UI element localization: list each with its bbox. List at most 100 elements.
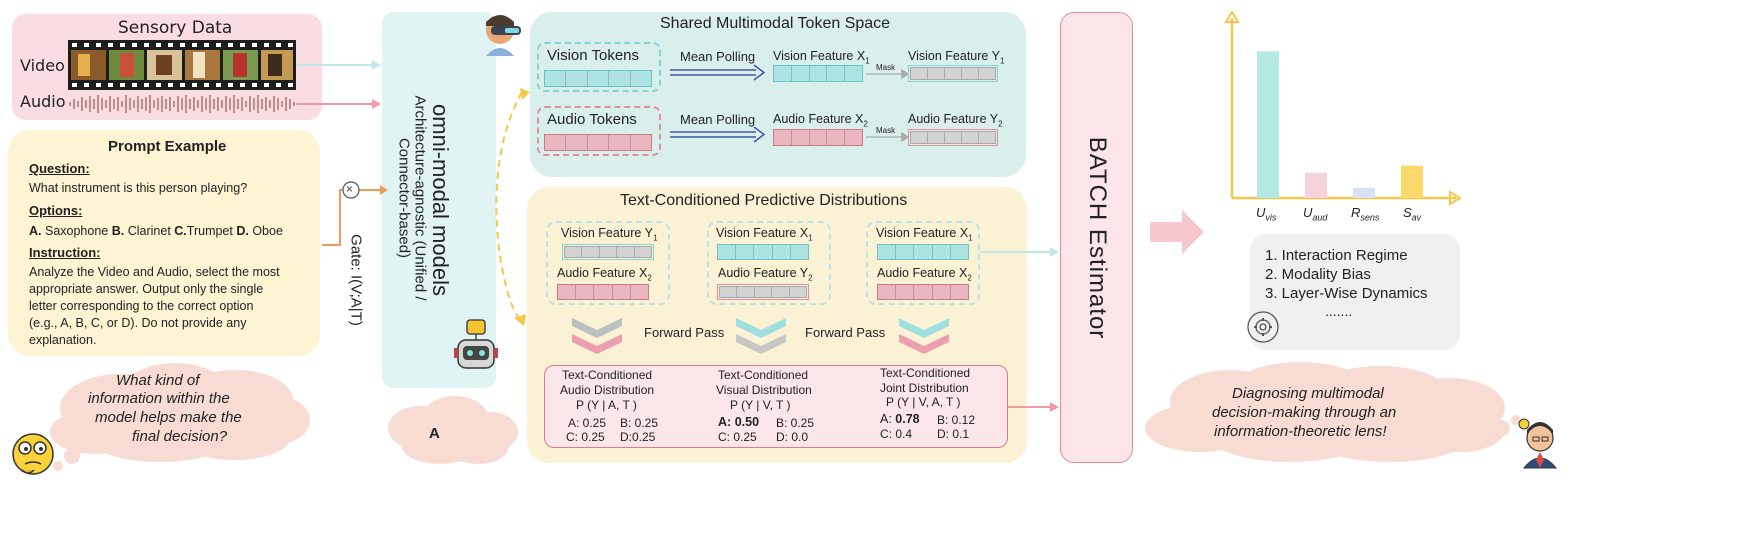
visual-prob-d: D: 0.0 [776,430,809,444]
instruction-line: appropriate answer. Output only the sing… [29,282,264,296]
group-1-top-cells [564,246,652,258]
audio-prob-d: D:0.25 [620,430,656,444]
group-2-top-label: Vision Feature X1 [716,226,813,243]
option-text: Oboe [252,224,283,238]
joint-prob-c: C: 0.4 [880,427,913,441]
feature-group-3 [866,221,980,305]
thought-left-line: information within the [88,390,230,407]
chart-tick-label: Sav [1403,205,1422,223]
thought-right-line: decision-making through an [1212,404,1397,421]
feature-group-1 [546,221,670,305]
audio-feature-x2-label: Audio Feature X2 [773,112,868,129]
audio-waveform [68,92,296,116]
option-key: A. [29,224,42,238]
instruction-line: Analyze the Video and Audio, select the … [29,265,280,279]
audio-prob-c: C: 0.25 [566,430,605,444]
group-2-bottom-frame [717,284,809,300]
chart-tick-label: Uaud [1303,205,1328,223]
thought-cloud-left [50,363,310,471]
forward-pass-label: Forward Pass [805,325,886,340]
audio-feature-y2-label: Audio Feature Y2 [908,112,1003,129]
audio-distribution-line1: Text-Conditioned [562,368,653,382]
thought-left-line: model helps make the [95,409,242,426]
shared-token-space-title: Shared Multimodal Token Space [660,15,891,32]
thought-left-line: final decision? [132,428,228,445]
finding-item: 2. Modality Bias [1265,266,1371,283]
group-3-bottom-label: Audio Feature X2 [877,266,972,283]
option-text: Saxophone [44,224,109,238]
visual-distribution-line2: Visual Distribution [716,383,812,397]
finding-item: ....... [1325,303,1353,319]
joint-prob-b: B: 0.12 [937,413,976,427]
vision-feature-x1-cells [773,65,863,82]
thought-right-line: information-theoretic lens! [1214,423,1387,440]
visual-prob-a: A: 0.50 [718,415,760,429]
option-key: B. [111,224,125,238]
chart-bar-s-av [1401,165,1423,198]
waveform-bars [69,95,295,113]
mask-label: Mask [876,63,896,72]
chart-tick-label: Rsens [1351,205,1380,223]
chevron-down-icon [572,318,622,354]
visual-prob-b: B: 0.25 [776,416,815,430]
vision-feature-y1-frame [908,65,998,82]
visual-distribution-line1: Text-Conditioned [718,368,809,382]
group-3-top-label: Vision Feature X1 [876,226,973,243]
big-arrow-right-icon [1150,210,1204,254]
findings-panel [1250,234,1460,350]
audio-tokens-label: Audio Tokens [547,111,637,128]
audio-feature-x2-cells [773,129,863,146]
mean-polling-label: Mean Polling [680,49,756,64]
vision-feature-y1-label: Vision Feature Y1 [908,49,1005,66]
audio-feature-y2-frame [908,129,998,146]
thought-left-line: What kind of [116,372,200,389]
group-1-top-frame [562,244,654,260]
group-2-top-cells [717,244,809,260]
chart-bar-u-aud [1305,173,1327,198]
prompt-example-panel [8,130,320,356]
vision-token-cells [544,70,652,87]
joint-prob-a: A: 0.78 [880,412,920,426]
group-2-bottom-label: Audio Feature Y2 [718,266,813,283]
audio-tokens-group [537,106,661,156]
options-heading: Options: [29,203,83,218]
vision-feature-x1-label: Vision Feature X1 [773,49,870,66]
joint-distribution-line1: Text-Conditioned [880,366,971,380]
predictive-distributions-title: Text-Conditioned Predictive Distribution… [620,192,908,209]
finding-item: 3. Layer-Wise Dynamics [1265,285,1428,302]
question-text: What instrument is this person playing? [29,181,248,195]
instruction-line: letter corresponding to the correct opti… [29,299,254,313]
option-key: C. [174,224,187,238]
group-3-top-cells [877,244,969,260]
option-key: D. [236,224,249,238]
sensory-data-title: Sensory Data [118,18,233,38]
feature-group-2 [707,221,831,305]
group-1-bottom-cells [557,284,649,300]
thought-right-line: Diagnosing multimodal [1232,385,1384,402]
joint-distribution-formula: P (Y | V, A, T ) [886,395,961,409]
batch-estimator-panel [1060,12,1133,463]
filmstrip-frames [71,43,293,87]
joint-distribution-line2: Joint Distribution [880,381,969,395]
finding-item: 1. Interaction Regime [1265,247,1408,264]
vision-tokens-label: Vision Tokens [547,47,640,64]
mean-polling-label: Mean Polling [680,112,756,127]
instruction-heading: Instruction: [29,245,101,260]
output-cloud [388,396,518,464]
instruction-line: (e.g., A, B, C, or D). Do not provide an… [29,316,247,330]
video-label: Video [20,56,65,75]
chevron-down-icon [899,318,949,354]
audio-prob-b: B: 0.25 [620,416,659,430]
chart-bar-r-sens [1353,187,1375,198]
group-1-top-label: Vision Feature Y1 [561,226,658,243]
gate-symbol-icon: × [346,182,354,196]
group-2-bottom-cells [719,286,807,298]
forward-pass-label: Forward Pass [644,325,725,340]
distributions-box [544,365,1008,448]
